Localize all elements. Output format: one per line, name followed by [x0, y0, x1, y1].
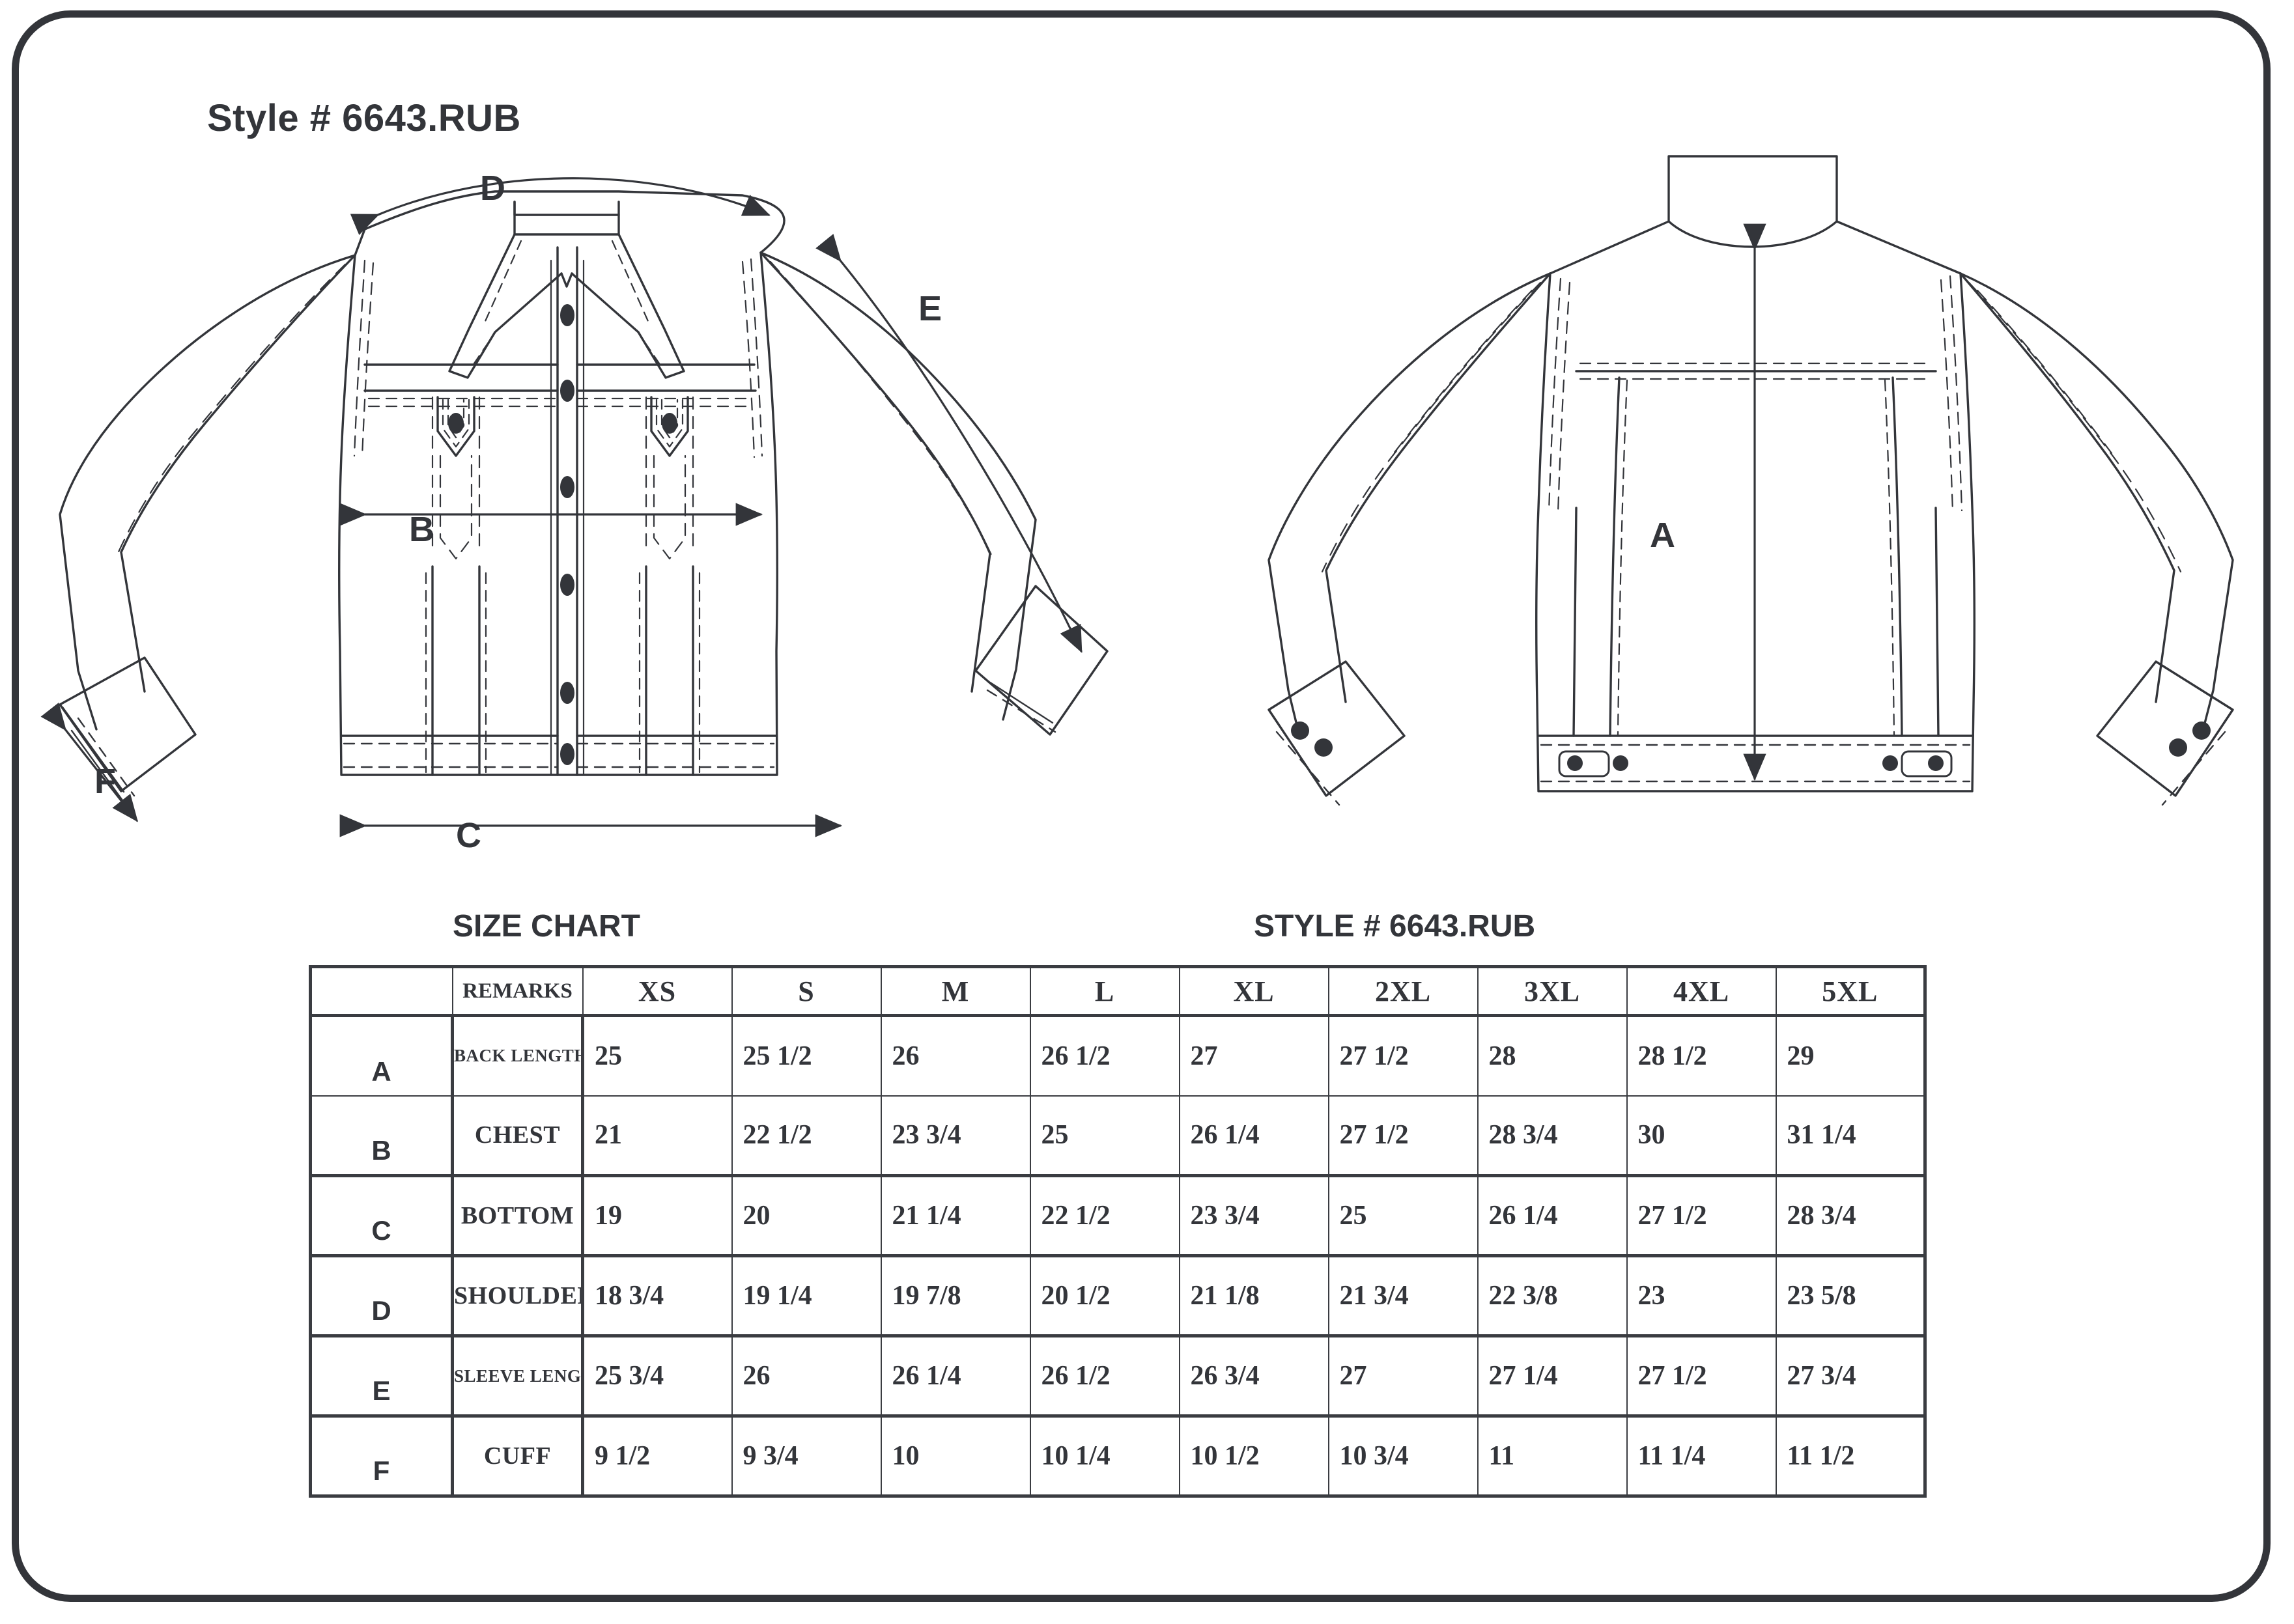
column-header-remarks: REMARKS: [451, 965, 584, 1017]
cell-f-2xl: 10 3/4: [1327, 1415, 1479, 1497]
table-row: E SLEEVE LENGTH 25 3/4 26 26 1/4 26 1/2 …: [309, 1335, 1926, 1418]
cell-b-s: 22 1/2: [731, 1095, 882, 1177]
cell-d-xl: 21 1/8: [1178, 1255, 1329, 1337]
cell-e-4xl: 27 1/2: [1626, 1335, 1777, 1418]
measurement-label-d: D: [480, 169, 505, 208]
cell-c-xs: 19: [582, 1175, 733, 1257]
measurement-label-a: A: [1650, 516, 1675, 555]
cell-c-2xl: 25: [1327, 1175, 1479, 1257]
table-row: D SHOULDER 18 3/4 19 1/4 19 7/8 20 1/2 2…: [309, 1255, 1926, 1337]
cell-f-m: 10: [880, 1415, 1031, 1497]
table-row: A BACK LENGTH 25 25 1/2 26 26 1/2 27 27 …: [309, 1015, 1926, 1097]
column-header-xl: XL: [1178, 965, 1329, 1017]
cell-c-3xl: 26 1/4: [1477, 1175, 1628, 1257]
cell-e-2xl: 27: [1327, 1335, 1479, 1418]
column-header-xs: XS: [582, 965, 733, 1017]
row-remark-e: SLEEVE LENGTH: [451, 1335, 584, 1418]
cell-b-xl: 26 1/4: [1178, 1095, 1329, 1177]
table-header-row: REMARKS XS S M L XL 2XL 3XL 4XL 5XL: [310, 965, 1926, 1017]
cell-a-3xl: 28: [1477, 1015, 1628, 1097]
cell-b-5xl: 31 1/4: [1775, 1095, 1926, 1177]
row-letter-f: F: [309, 1415, 454, 1497]
cell-b-3xl: 28 3/4: [1477, 1095, 1628, 1177]
cell-a-4xl: 28 1/2: [1626, 1015, 1777, 1097]
row-remark-a: BACK LENGTH: [451, 1015, 584, 1097]
cell-d-3xl: 22 3/8: [1477, 1255, 1628, 1337]
jacket-front-technical-flat: [40, 177, 1109, 837]
table-corner-cell: [310, 966, 453, 1017]
row-letter-a: A: [309, 1015, 454, 1097]
cell-f-3xl: 11: [1477, 1415, 1628, 1497]
row-letter-e: E: [309, 1335, 454, 1418]
cell-a-xs: 25: [582, 1015, 733, 1097]
cell-f-s: 9 3/4: [731, 1415, 882, 1497]
row-remark-d: SHOULDER: [451, 1255, 584, 1337]
cell-d-m: 19 7/8: [880, 1255, 1031, 1337]
cell-f-4xl: 11 1/4: [1626, 1415, 1777, 1497]
size-chart-table: REMARKS XS S M L XL 2XL 3XL 4XL 5XL A BA…: [309, 965, 1927, 1498]
row-letter-d: D: [309, 1255, 454, 1337]
cell-c-m: 21 1/4: [880, 1175, 1031, 1257]
cell-b-l: 25: [1029, 1095, 1180, 1177]
table-row: F CUFF 9 1/2 9 3/4 10 10 1/4 10 1/2 10 3…: [309, 1415, 1926, 1497]
cell-a-s: 25 1/2: [731, 1015, 882, 1097]
cell-c-5xl: 28 3/4: [1775, 1175, 1926, 1257]
technical-drawing-area: [40, 155, 2234, 837]
cell-c-4xl: 27 1/2: [1626, 1175, 1777, 1257]
cell-a-xl: 27: [1178, 1015, 1329, 1097]
row-remark-f: CUFF: [451, 1415, 584, 1497]
cell-e-xl: 26 3/4: [1178, 1335, 1329, 1418]
column-header-3xl: 3XL: [1477, 965, 1628, 1017]
cell-b-2xl: 27 1/2: [1327, 1095, 1479, 1177]
row-letter-b: B: [309, 1095, 454, 1177]
column-header-4xl: 4XL: [1626, 965, 1777, 1017]
cell-a-l: 26 1/2: [1029, 1015, 1180, 1097]
cell-f-xl: 10 1/2: [1178, 1415, 1329, 1497]
size-chart-table-wrapper: REMARKS XS S M L XL 2XL 3XL 4XL 5XL A BA…: [309, 965, 1927, 1498]
jacket-back-technical-flat: [1267, 155, 2234, 806]
size-chart-caption: SIZE CHART: [453, 909, 640, 944]
cell-b-m: 23 3/4: [880, 1095, 1031, 1177]
cell-f-l: 10 1/4: [1029, 1415, 1180, 1497]
table-row: C BOTTOM 19 20 21 1/4 22 1/2 23 3/4 25 2…: [309, 1175, 1926, 1257]
cell-c-s: 20: [731, 1175, 882, 1257]
cell-d-5xl: 23 5/8: [1775, 1255, 1926, 1337]
column-header-2xl: 2XL: [1327, 965, 1479, 1017]
measurement-label-c: C: [456, 816, 481, 855]
cell-d-xs: 18 3/4: [582, 1255, 733, 1337]
row-letter-c: C: [309, 1175, 454, 1257]
cell-e-3xl: 27 1/4: [1477, 1335, 1628, 1418]
column-header-5xl: 5XL: [1775, 965, 1926, 1017]
column-header-l: L: [1029, 965, 1180, 1017]
cell-c-xl: 23 3/4: [1178, 1175, 1329, 1257]
cell-e-l: 26 1/2: [1029, 1335, 1180, 1418]
row-remark-b: CHEST: [451, 1095, 584, 1177]
measurement-label-e: E: [918, 289, 942, 328]
measurement-label-b: B: [409, 510, 434, 549]
page-title: Style # 6643.RUB: [207, 97, 521, 139]
cell-e-xs: 25 3/4: [582, 1335, 733, 1418]
cell-b-xs: 21: [582, 1095, 733, 1177]
cell-a-5xl: 29: [1775, 1015, 1926, 1097]
cell-f-xs: 9 1/2: [582, 1415, 733, 1497]
column-header-m: M: [880, 965, 1031, 1017]
cell-d-2xl: 21 3/4: [1327, 1255, 1479, 1337]
cell-d-4xl: 23: [1626, 1255, 1777, 1337]
cell-e-s: 26: [731, 1335, 882, 1418]
table-row: B CHEST 21 22 1/2 23 3/4 25 26 1/4 27 1/…: [309, 1095, 1926, 1177]
style-number-caption: STYLE # 6643.RUB: [1254, 909, 1536, 944]
column-header-s: S: [731, 965, 882, 1017]
cell-a-m: 26: [880, 1015, 1031, 1097]
cell-b-4xl: 30: [1626, 1095, 1777, 1177]
measurement-label-f: F: [94, 762, 116, 801]
cell-f-5xl: 11 1/2: [1775, 1415, 1926, 1497]
cell-e-m: 26 1/4: [880, 1335, 1031, 1418]
cell-e-5xl: 27 3/4: [1775, 1335, 1926, 1418]
cell-d-l: 20 1/2: [1029, 1255, 1180, 1337]
cell-a-2xl: 27 1/2: [1327, 1015, 1479, 1097]
cell-c-l: 22 1/2: [1029, 1175, 1180, 1257]
cell-d-s: 19 1/4: [731, 1255, 882, 1337]
row-remark-c: BOTTOM: [451, 1175, 584, 1257]
